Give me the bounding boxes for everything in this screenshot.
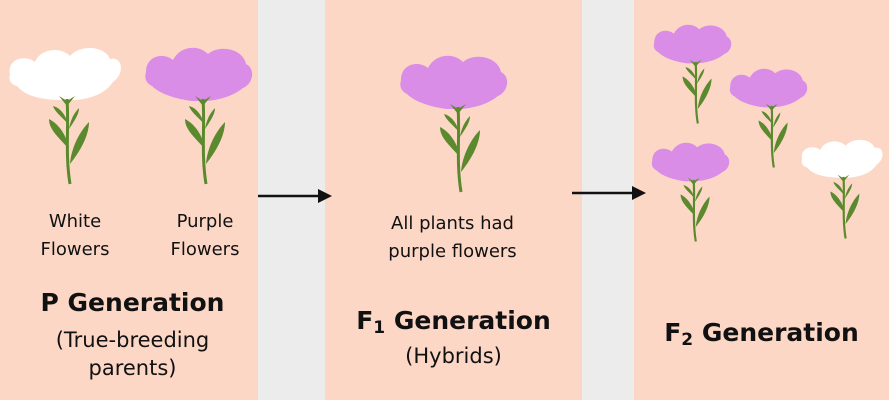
- purple-flower-icon: [653, 24, 732, 125]
- f1-caption-line2: purple flowers: [388, 241, 517, 262]
- arrow-right-icon: [258, 189, 332, 203]
- purple-label-line1: Purple: [176, 211, 234, 232]
- white-label-line1: White: [48, 211, 102, 232]
- white-flower-icon: [801, 139, 883, 240]
- purple-flowers-label: Purple Flowers: [150, 208, 260, 264]
- f1-generation-subtitle: (Hybrids): [405, 344, 502, 368]
- purple-flower-icon: [145, 47, 253, 186]
- f1-generation-title: F1 Generation: [325, 304, 582, 345]
- white-flower-icon: [9, 48, 121, 186]
- f1-title-rest: Generation: [385, 306, 551, 335]
- f1-title-prefix: F: [356, 306, 374, 335]
- p-subtitle-line1: (True-breeding: [55, 328, 210, 352]
- purple-flower-icon: [400, 55, 508, 194]
- p-subtitle-line2: parents): [88, 356, 177, 380]
- p-generation-subtitle: (True-breeding parents): [0, 326, 265, 382]
- purple-flower-icon: [729, 68, 808, 169]
- f2-generation-title: F2 Generation: [634, 316, 889, 357]
- f1-caption-line1: All plants had: [391, 213, 514, 234]
- p-generation-title: P Generation: [40, 288, 225, 317]
- f1-caption: All plants had purple flowers: [340, 210, 565, 266]
- f2-title-prefix: F: [664, 318, 682, 347]
- f2-generation-panel: [634, 0, 889, 400]
- f2-title-subscript: 2: [681, 330, 694, 350]
- purple-label-line2: Flowers: [170, 239, 240, 260]
- arrow-right-icon: [572, 186, 646, 200]
- white-label-line2: Flowers: [40, 239, 110, 260]
- white-flowers-label: White Flowers: [20, 208, 130, 264]
- f1-title-subscript: 1: [373, 318, 386, 338]
- purple-flower-icon: [651, 142, 730, 243]
- f2-title-rest: Generation: [693, 318, 859, 347]
